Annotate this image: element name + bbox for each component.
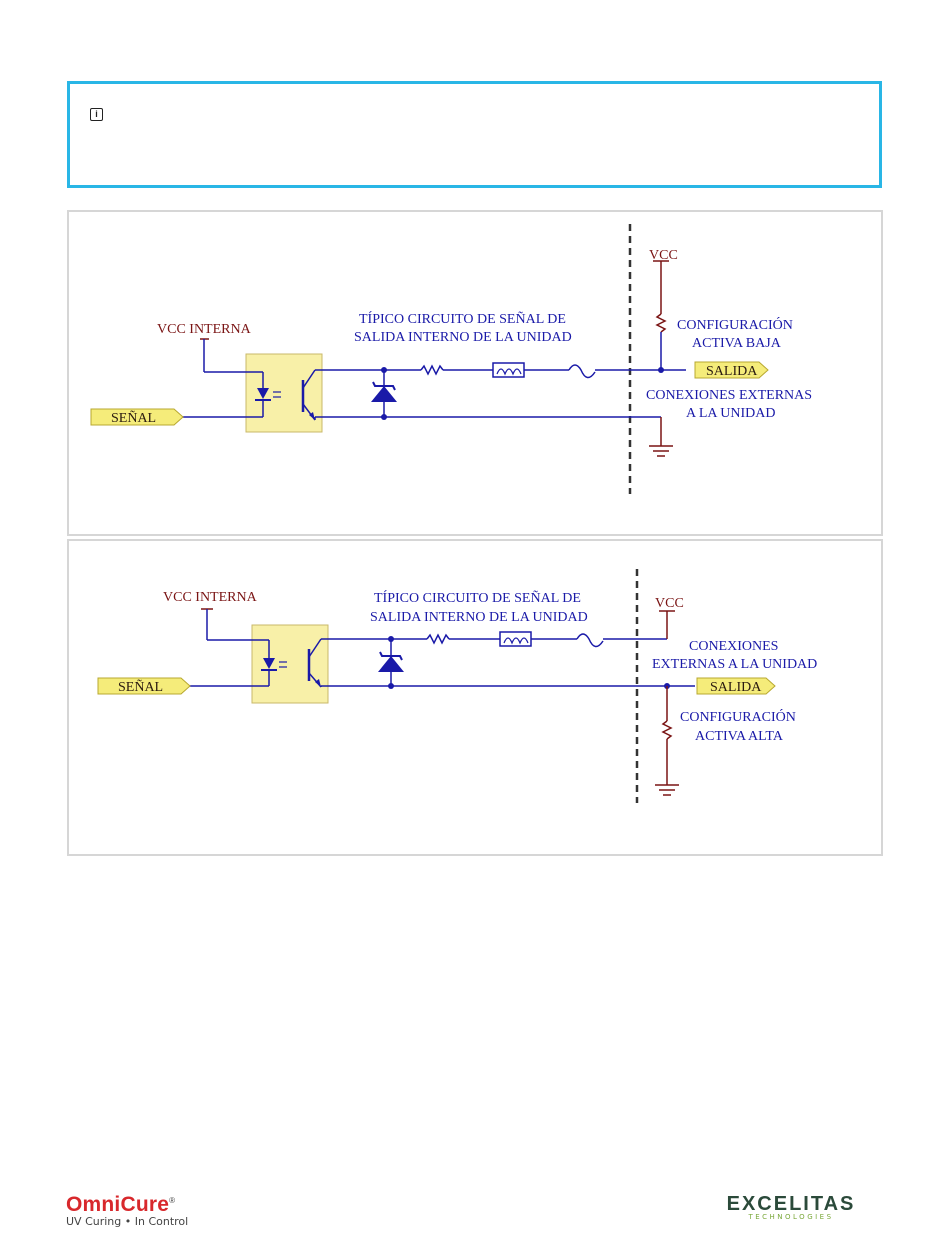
output-label: SALIDA bbox=[710, 680, 762, 695]
omnicure-tagline: UV Curing • In Control bbox=[66, 1215, 189, 1228]
zener-diode-symbol bbox=[371, 386, 397, 402]
zener-diode-symbol bbox=[378, 656, 404, 672]
fuse-symbol bbox=[568, 364, 596, 379]
signal-tag bbox=[90, 408, 184, 426]
vcc-label: VCC bbox=[649, 248, 678, 263]
fuse-symbol bbox=[576, 633, 604, 648]
external-label-line1: CONEXIONES EXTERNAS bbox=[646, 388, 812, 403]
signal-tag bbox=[97, 677, 191, 695]
output-label: SALIDA bbox=[706, 364, 758, 379]
resistor-symbol bbox=[426, 633, 450, 645]
led-symbol bbox=[263, 658, 275, 669]
signal-label: SEÑAL bbox=[111, 410, 156, 426]
external-label-line1: CONEXIONES bbox=[689, 639, 778, 654]
omnicure-logo: OmniCure® UV Curing • In Control bbox=[66, 1193, 188, 1228]
config-label-line2: ACTIVA BAJA bbox=[692, 336, 782, 351]
excelitas-wordmark: EXCELITAS bbox=[726, 1193, 856, 1215]
external-label-line2: A LA UNIDAD bbox=[686, 406, 775, 421]
led-symbol bbox=[257, 388, 269, 399]
output-tag bbox=[694, 361, 769, 379]
diagram-active-low: VCC INTERNA SEÑAL TÍPICO CIRCUITO DE SEÑ… bbox=[67, 210, 883, 502]
vcc-label: VCC bbox=[655, 596, 684, 611]
optocoupler-box bbox=[251, 624, 329, 704]
config-label-line1: CONFIGURACIÓN bbox=[680, 708, 796, 725]
diagram-active-high: VCC INTERNA SEÑAL TÍPICO CIRCUITO DE SEÑ… bbox=[67, 539, 883, 822]
config-label-line1: CONFIGURACIÓN bbox=[677, 316, 793, 333]
optocoupler-box bbox=[245, 353, 323, 433]
vcc-internal-label: VCC INTERNA bbox=[163, 590, 258, 605]
excelitas-logo: EXCELITAS TECHNOLOGIES bbox=[716, 1193, 866, 1221]
output-tag bbox=[696, 677, 776, 695]
resistor-symbol bbox=[420, 364, 444, 376]
figure-caption-2 bbox=[67, 820, 883, 856]
internal-title-line1: TÍPICO CIRCUITO DE SEÑAL DE bbox=[359, 310, 566, 327]
omnicure-wordmark: OmniCure® bbox=[66, 1193, 176, 1216]
circuit-active-high: VCC INTERNA SEÑAL TÍPICO CIRCUITO DE SEÑ… bbox=[97, 569, 817, 803]
vcc-internal-label: VCC INTERNA bbox=[157, 322, 252, 337]
config-label-line2: ACTIVA ALTA bbox=[695, 729, 784, 744]
signal-label: SEÑAL bbox=[118, 679, 163, 695]
external-label-line2: EXTERNAS A LA UNIDAD bbox=[652, 657, 817, 672]
pulldown-resistor-symbol bbox=[661, 720, 673, 740]
internal-title-line2: SALIDA INTERNO DE LA UNIDAD bbox=[354, 330, 572, 345]
figure-caption-1 bbox=[67, 500, 883, 536]
excelitas-subtitle: TECHNOLOGIES bbox=[748, 1213, 834, 1221]
info-note-box: i bbox=[67, 81, 882, 188]
info-icon: i bbox=[90, 108, 103, 121]
pullup-resistor-symbol bbox=[655, 313, 667, 333]
circuit-active-low: VCC INTERNA SEÑAL TÍPICO CIRCUITO DE SEÑ… bbox=[90, 224, 812, 494]
internal-title-line2: SALIDA INTERNO DE LA UNIDAD bbox=[370, 610, 588, 625]
internal-title-line1: TÍPICO CIRCUITO DE SEÑAL DE bbox=[374, 589, 581, 606]
